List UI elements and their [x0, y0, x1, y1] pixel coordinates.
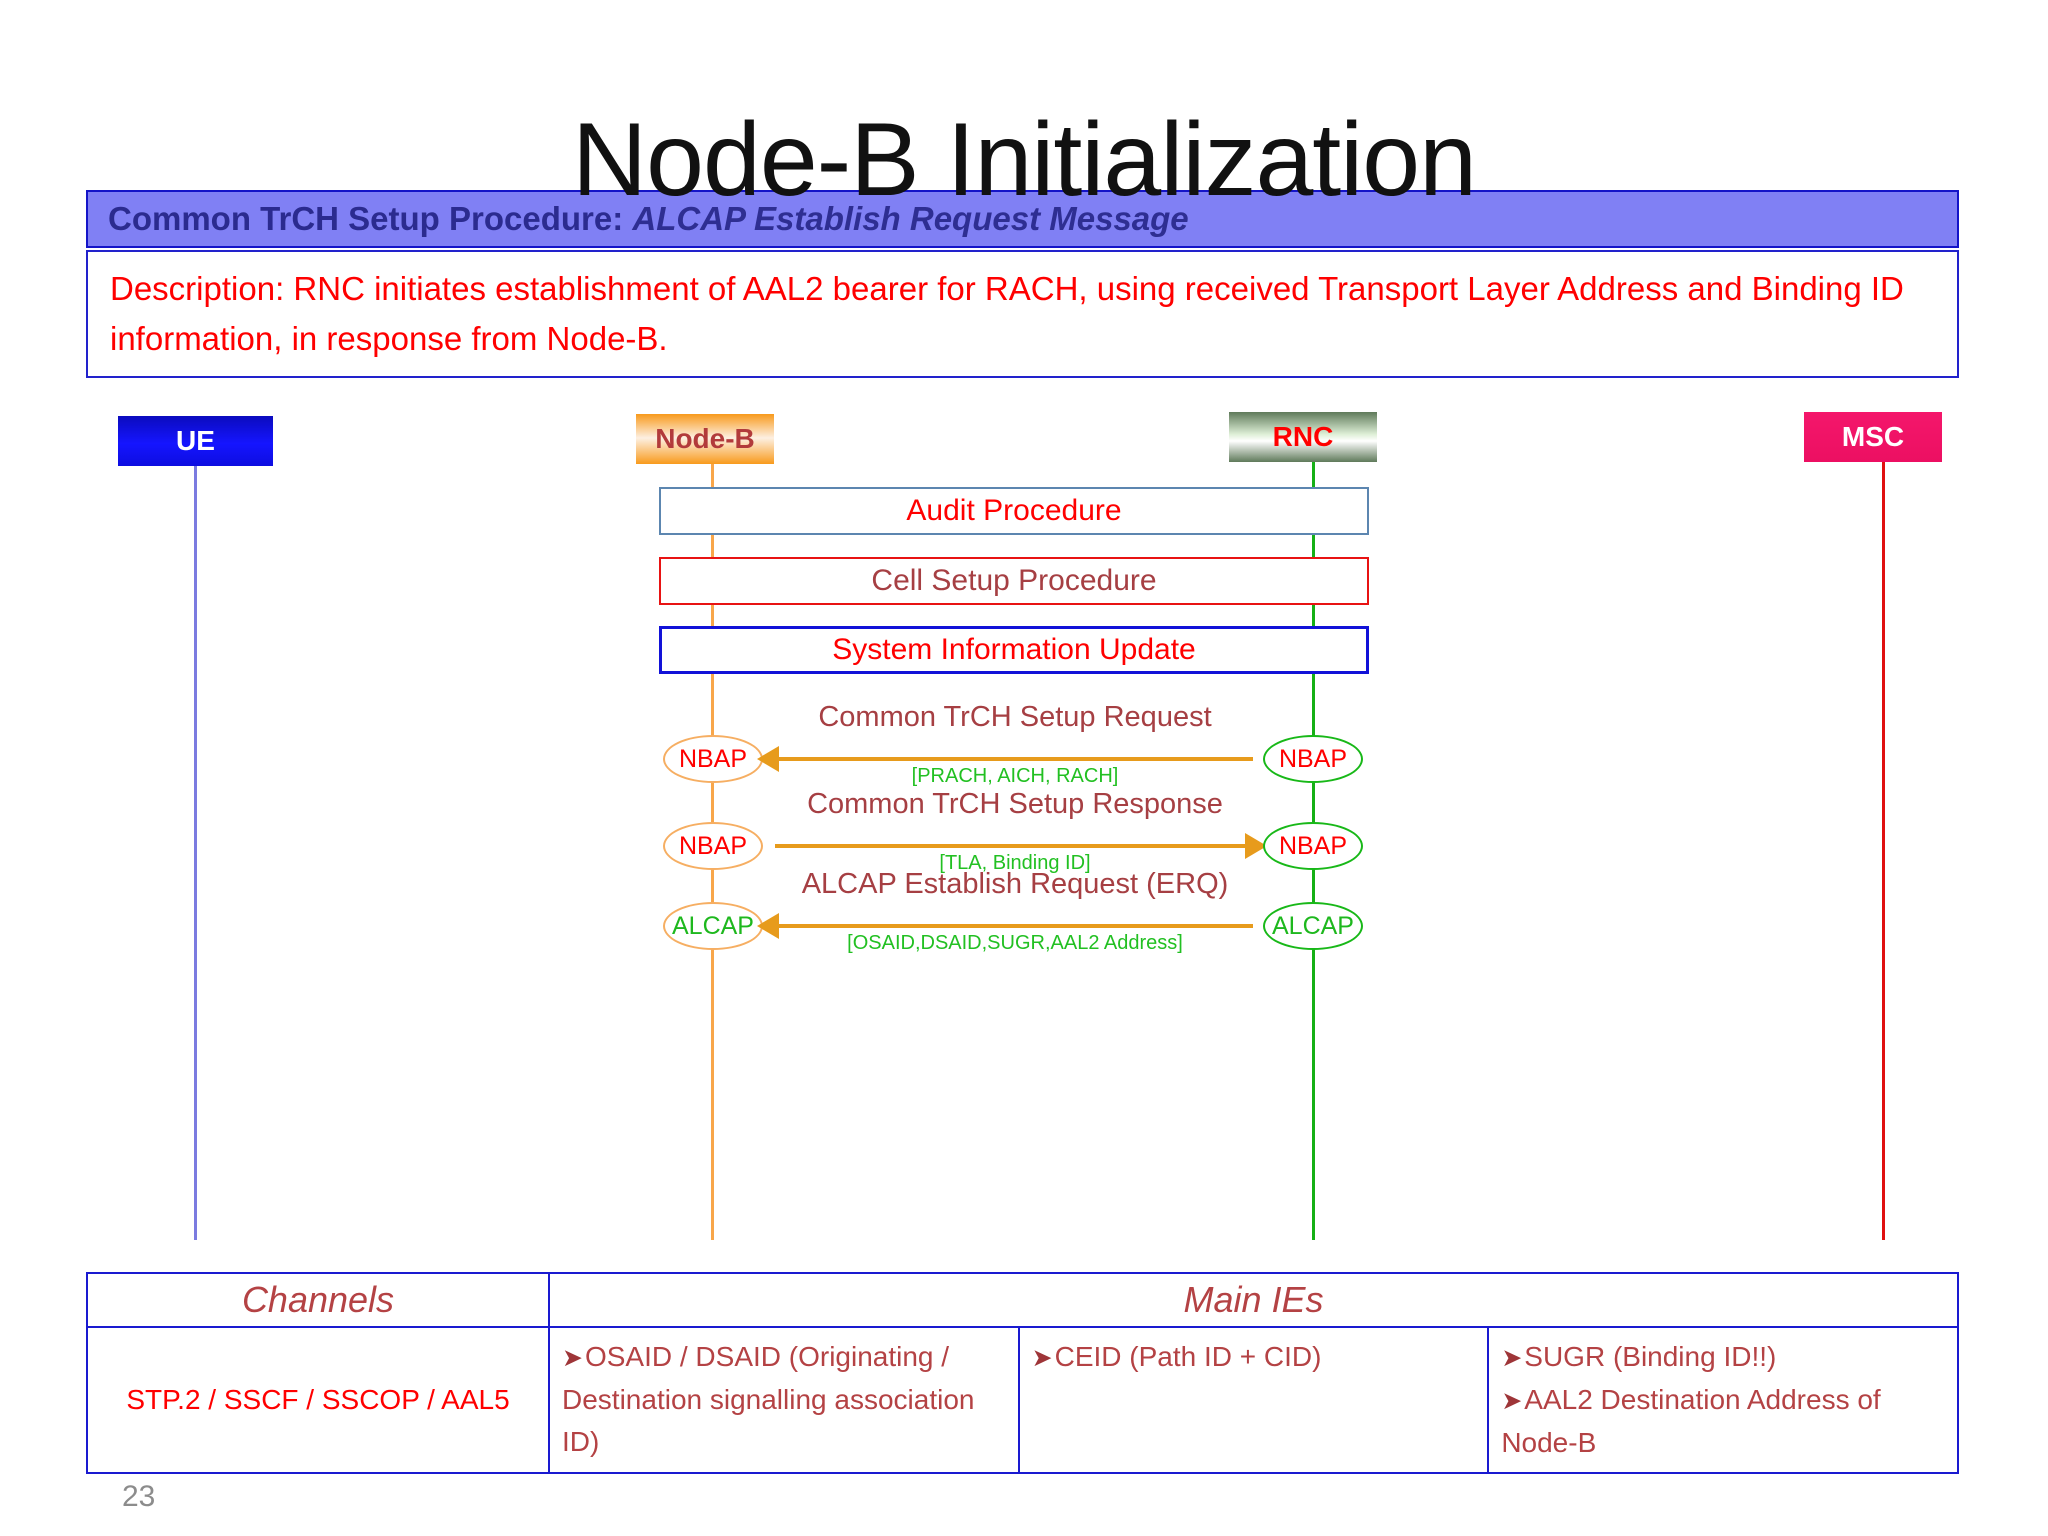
chevron-right-icon: ➤ [1031, 1344, 1053, 1372]
protocol-node-left-label: ALCAP [672, 911, 754, 940]
arrow-head-left-icon [757, 746, 779, 772]
lane-header-rnc: RNC [1229, 412, 1377, 462]
message-sub-label: [OSAID,DSAID,SUGR,AAL2 Address] [847, 932, 1183, 954]
message-arrow-line [775, 757, 1253, 761]
protocol-node-left-label: NBAP [678, 744, 748, 773]
list-item: ➤CEID (Path ID + CID) [1032, 1336, 1478, 1379]
arrow-head-left-icon [757, 913, 779, 939]
protocol-node-right-label: NBAP [1278, 744, 1348, 773]
list-item-label: AAL2 Destination Address of Node-B [1501, 1384, 1881, 1458]
banner-italic-text: ALCAP Establish Request Message [632, 200, 1189, 237]
list-item-label: CEID (Path ID + CID) [1054, 1341, 1322, 1372]
message-label: Common TrCH Setup Response [807, 788, 1223, 820]
protocol-node-left: NBAP [663, 822, 763, 870]
table-header-channels: Channels [86, 1272, 550, 1328]
protocol-node-right-label: ALCAP [1272, 911, 1354, 940]
protocol-node-left: ALCAP [663, 902, 763, 950]
description-text: Description: RNC initiates establishment… [110, 270, 1904, 357]
message-sub-label: [TLA, Binding ID] [939, 852, 1091, 874]
procedure-bar-sysinfo: System Information Update [659, 626, 1369, 674]
table-header-main-ies: Main IEs [548, 1272, 1959, 1328]
protocol-node-right: ALCAP [1263, 902, 1363, 950]
table-cell-ie-3: ➤SUGR (Binding ID!!) ➤AAL2 Destination A… [1487, 1326, 1959, 1474]
protocol-node-right: NBAP [1263, 735, 1363, 783]
protocol-node-right: NBAP [1263, 822, 1363, 870]
protocol-node-right-label: NBAP [1278, 831, 1348, 860]
lane-header-ue: UE [118, 416, 273, 466]
table-row: STP.2 / SSCF / SSCOP / AAL5 ➤OSAID / DSA… [86, 1326, 1959, 1474]
lane-header-nodeb: Node-B [636, 414, 774, 464]
chevron-right-icon: ➤ [562, 1344, 583, 1372]
message-row-common-trch-setup-request: Common TrCH Setup Request NBAP NBAP [PRA… [0, 701, 2048, 795]
banner-text: Common TrCH Setup Procedure: ALCAP Estab… [108, 200, 1189, 238]
procedure-bar-cell-setup: Cell Setup Procedure [659, 557, 1369, 605]
protocol-node-left-label: NBAP [678, 831, 748, 860]
list-item: ➤AAL2 Destination Address of Node-B [1501, 1379, 1947, 1464]
description-box: Description: RNC initiates establishment… [86, 250, 1959, 378]
lifeline-ue [194, 466, 197, 1240]
table-header-row: Channels Main IEs [86, 1272, 1959, 1328]
message-arrow-line [775, 924, 1253, 928]
message-label: ALCAP Establish Request (ERQ) [801, 868, 1229, 900]
chevron-right-icon: ➤ [1501, 1387, 1523, 1415]
lane-header-msc: MSC [1804, 412, 1942, 462]
arrow-head-right-icon [1245, 833, 1267, 859]
section-banner: Common TrCH Setup Procedure: ALCAP Estab… [86, 190, 1959, 248]
list-item-label: OSAID / DSAID (Originating / Destination… [562, 1341, 975, 1457]
page-number: 23 [122, 1480, 156, 1513]
list-item: ➤OSAID / DSAID (Originating / Destinatio… [562, 1336, 1008, 1463]
list-item-label: SUGR (Binding ID!!) [1524, 1341, 1777, 1372]
protocol-node-left: NBAP [663, 735, 763, 783]
banner-bold-text: Common TrCH Setup Procedure: [108, 200, 633, 237]
table-cell-ie-1: ➤OSAID / DSAID (Originating / Destinatio… [548, 1326, 1020, 1474]
procedure-bar-audit: Audit Procedure [659, 487, 1369, 535]
message-row-alcap-establish-request: ALCAP Establish Request (ERQ) ALCAP ALCA… [0, 868, 2048, 962]
message-sub-label: [PRACH, AICH, RACH] [911, 765, 1119, 787]
summary-table: Channels Main IEs STP.2 / SSCF / SSCOP /… [86, 1272, 1959, 1474]
lifeline-msc [1882, 462, 1885, 1240]
chevron-right-icon: ➤ [1501, 1344, 1523, 1372]
table-cell-ie-2: ➤CEID (Path ID + CID) [1017, 1326, 1490, 1474]
table-cell-channels-value: STP.2 / SSCF / SSCOP / AAL5 [86, 1326, 550, 1474]
message-row-common-trch-setup-response: Common TrCH Setup Response NBAP NBAP [TL… [0, 788, 2048, 882]
list-item: ➤SUGR (Binding ID!!) [1501, 1336, 1947, 1379]
message-label: Common TrCH Setup Request [818, 701, 1212, 733]
message-arrow-line [775, 844, 1253, 848]
